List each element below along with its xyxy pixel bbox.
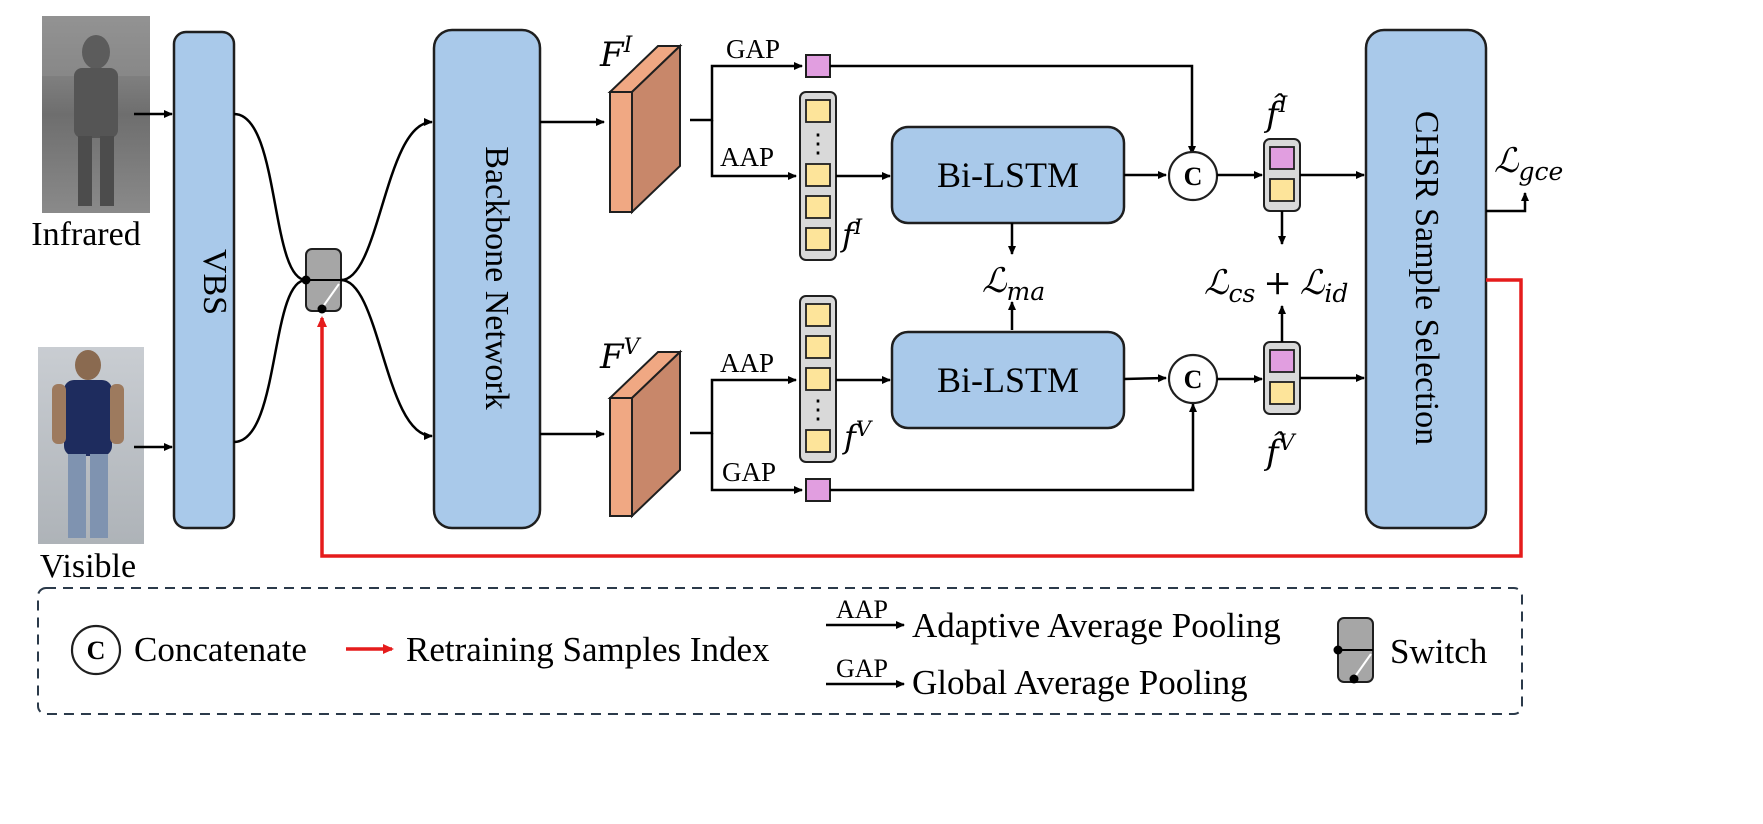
vec-infrared-label: fI <box>840 215 863 254</box>
fv-gap-branch <box>710 433 803 494</box>
legend-switch-icon <box>1333 617 1374 684</box>
vbs-to-switch-curve-top <box>233 112 307 282</box>
fused-infrared-label: f̂I <box>1263 93 1289 135</box>
switch-to-backbone-curve-top <box>340 118 433 282</box>
feature-map-visible <box>607 349 683 519</box>
legend-aap-tag: AAP <box>836 595 888 624</box>
infrared-image <box>42 16 150 213</box>
legend-concat-symbol: C <box>87 636 106 665</box>
legend-retrain-label: Retraining Samples Index <box>406 630 770 669</box>
gap-vector-infrared <box>805 54 831 78</box>
visible-image <box>38 347 144 544</box>
bilstm-top-label: Bi-LSTM <box>937 155 1079 195</box>
legend-concat-label: Concatenate <box>134 630 307 669</box>
legend-aap-label: Adaptive Average Pooling <box>912 606 1281 645</box>
switch-to-backbone-curve-bottom <box>340 278 433 440</box>
legend-concat-icon <box>70 624 122 676</box>
feature-map-infrared-label: FI <box>599 33 634 75</box>
feature-map-infrared <box>607 43 683 215</box>
loss-gce: ℒgce <box>1494 141 1563 186</box>
ellipsis-top: ⋮ <box>805 129 831 158</box>
bilstm-bottom-label: Bi-LSTM <box>937 360 1079 400</box>
fused-visible-label: f̂V <box>1263 431 1297 473</box>
backbone-block <box>432 28 542 530</box>
infrared-label: Infrared <box>31 216 140 253</box>
concat-top-symbol: C <box>1184 162 1203 191</box>
bilstm-bottom-block <box>890 330 1126 430</box>
aap-top-label: AAP <box>720 142 774 172</box>
gap-vector-visible <box>805 478 831 502</box>
visible-label: Visible <box>40 548 136 585</box>
loss-ma: ℒma <box>982 261 1045 306</box>
gap-bottom-label: GAP <box>722 457 776 487</box>
legend-switch-label: Switch <box>1390 632 1488 671</box>
vbs-block <box>172 30 236 530</box>
legend-box <box>37 587 1523 715</box>
fused-vector-visible <box>1263 341 1301 415</box>
gap-visible-to-concat-arrow <box>830 403 1197 492</box>
chsr-label: CHSR Sample Selection <box>1408 111 1445 445</box>
switch-node <box>301 248 342 314</box>
loss-cs-id: ℒcs+ℒid <box>1204 263 1348 308</box>
vbs-to-switch-curve-bottom <box>233 278 307 444</box>
aap-vector-visible <box>799 295 837 463</box>
vec-visible-label: fV <box>842 417 873 456</box>
aap-vector-infrared <box>799 91 837 261</box>
fi-gap-branch <box>690 62 803 122</box>
fi-aap-branch <box>710 120 797 180</box>
gap-infrared-to-concat-arrow <box>830 64 1196 155</box>
ellipsis-bottom: ⋮ <box>805 395 831 424</box>
vbs-label: VBS <box>196 249 233 315</box>
legend-gap-label: Global Average Pooling <box>912 663 1248 702</box>
concat-bottom-symbol: C <box>1184 365 1203 394</box>
bilstm-bottom-to-concat-arrow <box>1123 374 1167 383</box>
fv-aap-branch <box>690 376 797 435</box>
feature-map-visible-label: FV <box>599 335 642 377</box>
aap-bottom-label: AAP <box>720 348 774 378</box>
legend-gap-tag: GAP <box>836 654 888 683</box>
fused-vector-infrared <box>1263 138 1301 212</box>
retraining-index-arrow <box>317 278 1523 558</box>
gap-top-label: GAP <box>726 34 780 64</box>
backbone-label: Backbone Network <box>478 146 515 409</box>
chsr-to-lgce-arrow <box>1486 192 1529 213</box>
